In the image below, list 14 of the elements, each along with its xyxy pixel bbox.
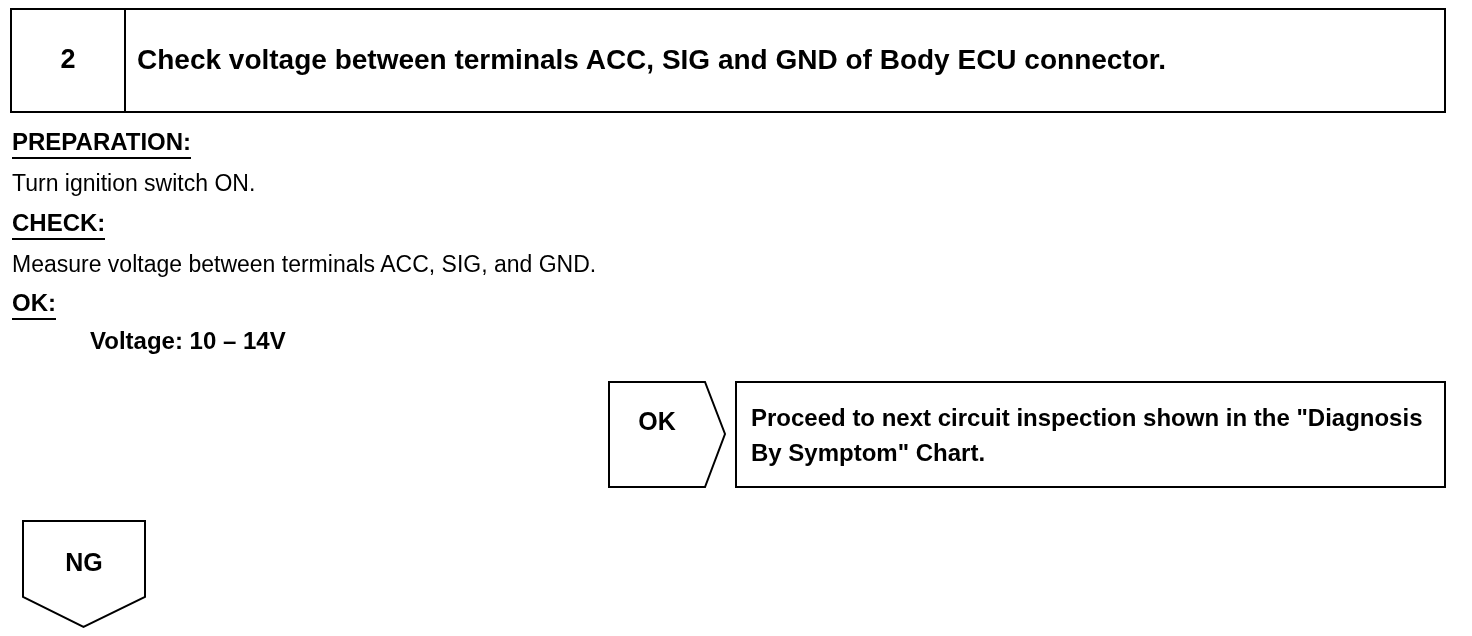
section-heading: PREPARATION: bbox=[12, 128, 192, 159]
step-heading: Check voltage between terminals ACC, SIG and GND of Body ECU connector. bbox=[137, 44, 1166, 76]
section-heading: CHECK: bbox=[12, 209, 106, 240]
step-header-box bbox=[10, 8, 1446, 113]
ng-chevron bbox=[22, 520, 146, 628]
ok-chevron bbox=[608, 381, 726, 488]
section-heading: OK: bbox=[12, 289, 56, 320]
result-box: Proceed to next circuit inspection shown in the "Diagnosis By Symptom" Chart. bbox=[735, 381, 1446, 488]
branch-label: NG bbox=[64, 548, 104, 577]
branch-label: OK bbox=[637, 407, 677, 436]
spec-value-text: Voltage: 10 – 14V bbox=[90, 327, 286, 356]
instruction-text: Turn ignition switch ON. bbox=[12, 170, 256, 197]
step-number: 2 bbox=[59, 44, 77, 75]
instruction-text: Measure voltage between terminals ACC, SIG, and GND. bbox=[12, 251, 597, 278]
